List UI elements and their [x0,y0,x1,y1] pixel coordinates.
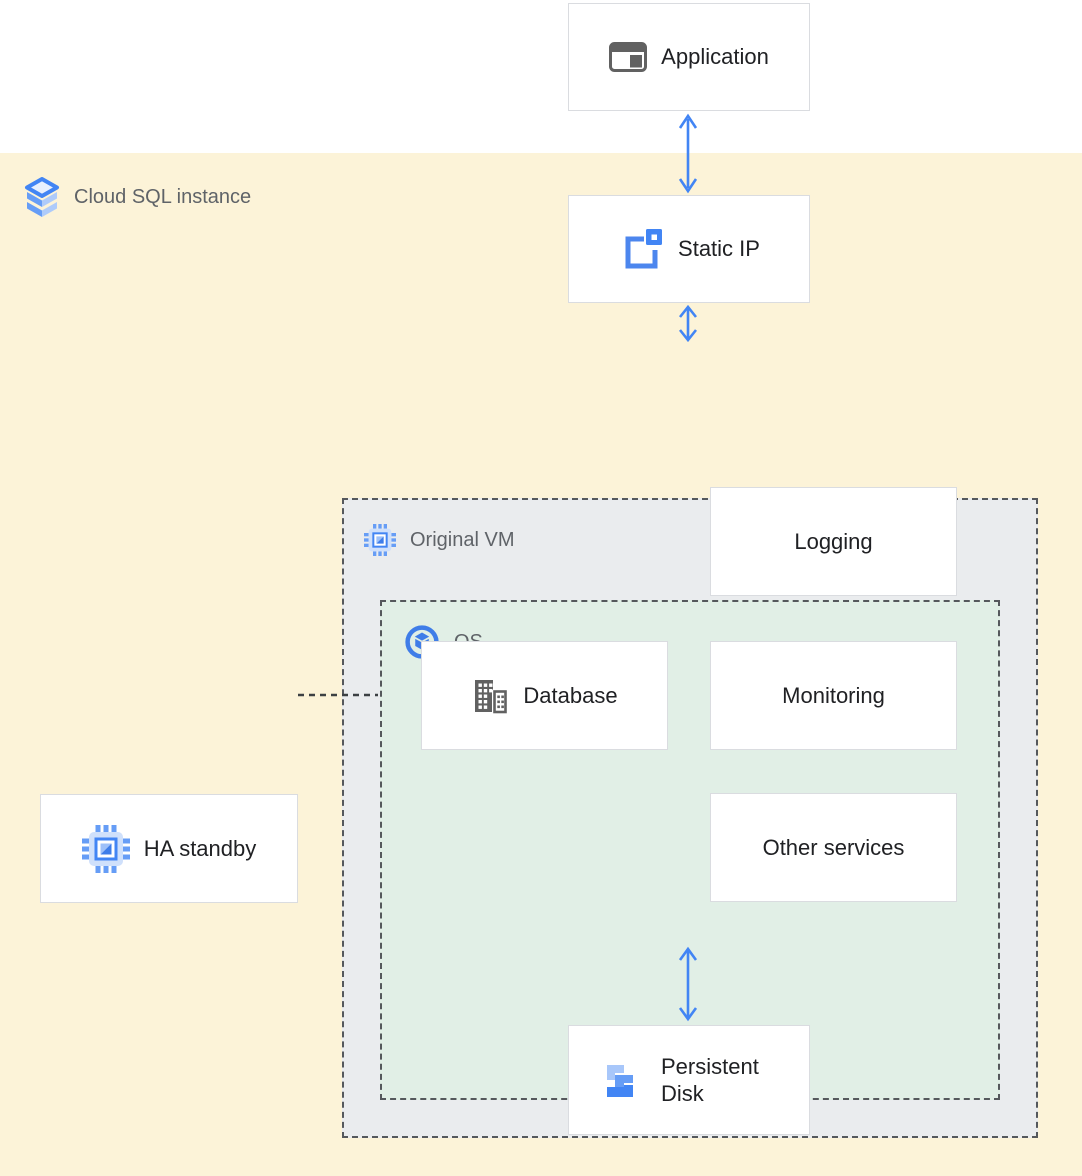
node-database[interactable]: Database [421,641,668,750]
compute-engine-icon [364,524,396,556]
node-ha-standby[interactable]: HA standby [40,794,298,903]
persistent-disk-label: Persistent Disk [661,1053,759,1107]
logging-label: Logging [794,528,873,554]
persistent-disk-icon [599,1056,647,1104]
node-monitoring[interactable]: Monitoring [710,641,957,750]
node-other-services[interactable]: Other services [710,793,957,902]
other-services-label: Other services [762,834,905,860]
cloud-sql-region-text: Cloud SQL instance [74,185,252,208]
database-label: Database [523,682,618,708]
cloud-sql-region-label: Cloud SQL instance [24,177,251,217]
compute-engine-icon [81,824,130,873]
ha-standby-label: HA standby [143,835,257,861]
node-persistent-disk[interactable]: Persistent Disk [568,1025,810,1135]
node-static-ip[interactable]: Static IP [568,195,810,303]
static-ip-label: Static IP [678,236,760,261]
application-label: Application [661,44,769,69]
external-ip-icon [618,226,664,272]
node-application[interactable]: Application [568,3,810,111]
node-logging[interactable]: Logging [710,487,957,596]
building-icon [471,677,509,715]
original-vm-text: Original VM [410,528,515,551]
monitoring-label: Monitoring [782,682,885,708]
cloud-sql-icon [24,177,60,217]
original-vm-label: Original VM [364,524,514,556]
app-window-icon [609,42,648,72]
